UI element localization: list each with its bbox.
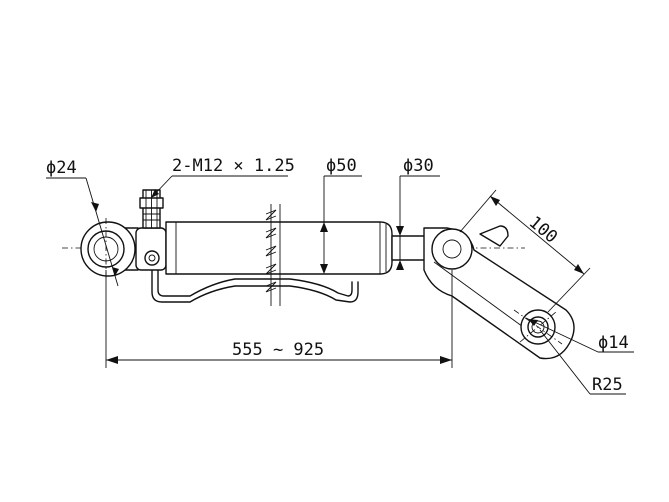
- dimension-label-phi30: ϕ30: [403, 156, 434, 176]
- oil-pipe: [151, 267, 359, 303]
- cylinder-barrel: [165, 204, 393, 306]
- dimension-label-100: 100: [525, 213, 561, 248]
- threaded-fitting: [139, 189, 164, 229]
- dimension-label-phi50: ϕ50: [326, 156, 357, 176]
- dimension-label-phi24: ϕ24: [46, 158, 77, 178]
- dimension-thread-spec: 2-M12 × 1.25: [151, 156, 295, 198]
- dimension-eye-diameter: ϕ24: [46, 158, 119, 287]
- dimension-label-thread: 2-M12 × 1.25: [172, 156, 295, 176]
- rear-end-cap: [135, 227, 167, 271]
- dimension-pin-diameter: ϕ14: [525, 317, 634, 353]
- rear-clevis-eye: [80, 218, 139, 280]
- dimension-label-stroke: 555 ~ 925: [232, 340, 324, 360]
- dimension-stroke-range: 555 ~ 925: [105, 270, 453, 368]
- dimension-end-radius: R25: [539, 329, 626, 395]
- rod-end-link: [423, 225, 575, 360]
- dimension-rod-diameter: ϕ30: [396, 156, 440, 270]
- dimension-bore-diameter: ϕ50: [320, 156, 362, 274]
- dimension-label-r25: R25: [592, 375, 623, 395]
- dimension-label-phi14: ϕ14: [598, 333, 629, 353]
